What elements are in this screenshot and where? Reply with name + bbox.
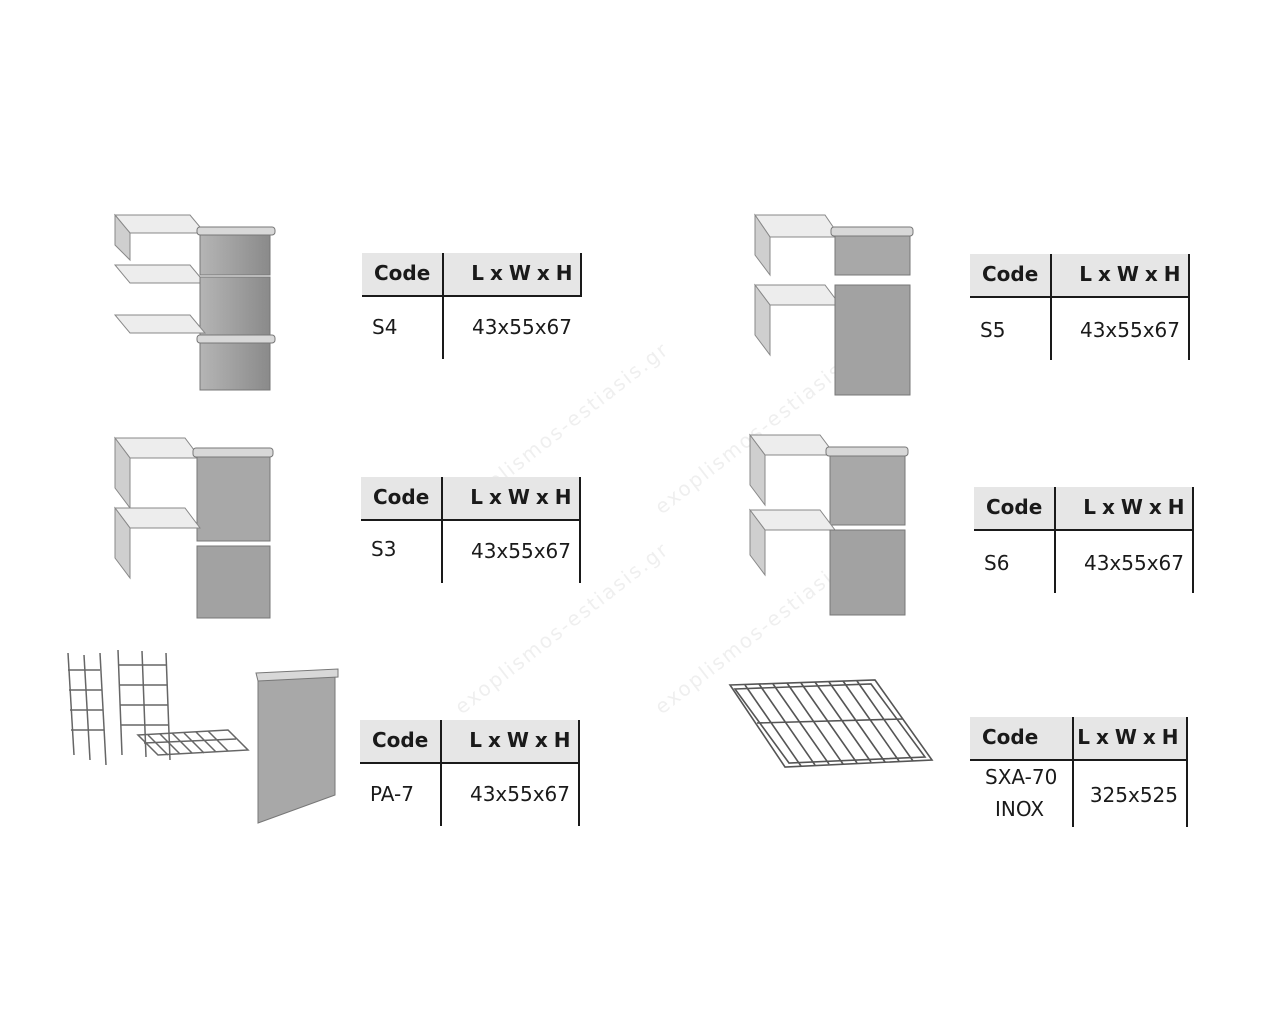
header-dimensions-label: L x W x H bbox=[1083, 495, 1184, 519]
header-code-label: Code bbox=[373, 485, 430, 509]
spec-table-pa7: Code L x W x H PA-7 43x55x67 bbox=[360, 720, 582, 826]
spec-table-s4: Code L x W x H S4 43x55x67 bbox=[362, 253, 584, 359]
rack-guides-and-door-icon bbox=[60, 645, 345, 830]
product-code: PA-7 bbox=[370, 782, 414, 806]
header-code-label: Code bbox=[374, 261, 431, 285]
product-code: S3 bbox=[371, 537, 397, 561]
product-dimensions: 43x55x67 bbox=[471, 315, 572, 339]
spec-table-s6: Code L x W x H S6 43x55x67 bbox=[974, 487, 1196, 593]
header-dimensions-label: L x W x H bbox=[1079, 262, 1180, 286]
two-drawer-unit-icon bbox=[105, 428, 280, 623]
product-dimensions: 43x55x67 bbox=[1079, 318, 1180, 342]
header-code-label: Code bbox=[982, 725, 1039, 749]
header-dimensions-label: L x W x H bbox=[470, 485, 571, 509]
header-dimensions-label: L x W x H bbox=[1077, 725, 1178, 749]
product-dimensions: 43x55x67 bbox=[1083, 551, 1184, 575]
header-code-label: Code bbox=[986, 495, 1043, 519]
header-code-label: Code bbox=[982, 262, 1039, 286]
product-dimensions: 43x55x67 bbox=[469, 782, 570, 806]
two-drawer-unit-icon bbox=[745, 205, 920, 400]
product-code-line-1: SXA-70 bbox=[985, 765, 1058, 789]
header-dimensions-label: L x W x H bbox=[471, 261, 572, 285]
header-dimensions-label: L x W x H bbox=[469, 728, 570, 752]
product-dimensions: 43x55x67 bbox=[470, 539, 571, 563]
spec-table-s5: Code L x W x H S5 43x55x67 bbox=[970, 254, 1192, 360]
wire-grid-shelf-icon bbox=[725, 675, 940, 775]
two-drawer-unit-icon bbox=[740, 425, 915, 620]
product-code: S4 bbox=[372, 315, 398, 339]
product-dimensions: 325x525 bbox=[1089, 783, 1178, 807]
product-code: S5 bbox=[980, 318, 1006, 342]
spec-table-s3: Code L x W x H S3 43x55x67 bbox=[361, 477, 583, 583]
three-drawer-unit-icon bbox=[105, 205, 280, 395]
product-code-line-2: INOX bbox=[995, 797, 1045, 821]
product-code: S6 bbox=[984, 551, 1010, 575]
spec-table-sxa70: Code L x W x H SXA-70 INOX 325x525 bbox=[970, 717, 1192, 829]
header-code-label: Code bbox=[372, 728, 429, 752]
